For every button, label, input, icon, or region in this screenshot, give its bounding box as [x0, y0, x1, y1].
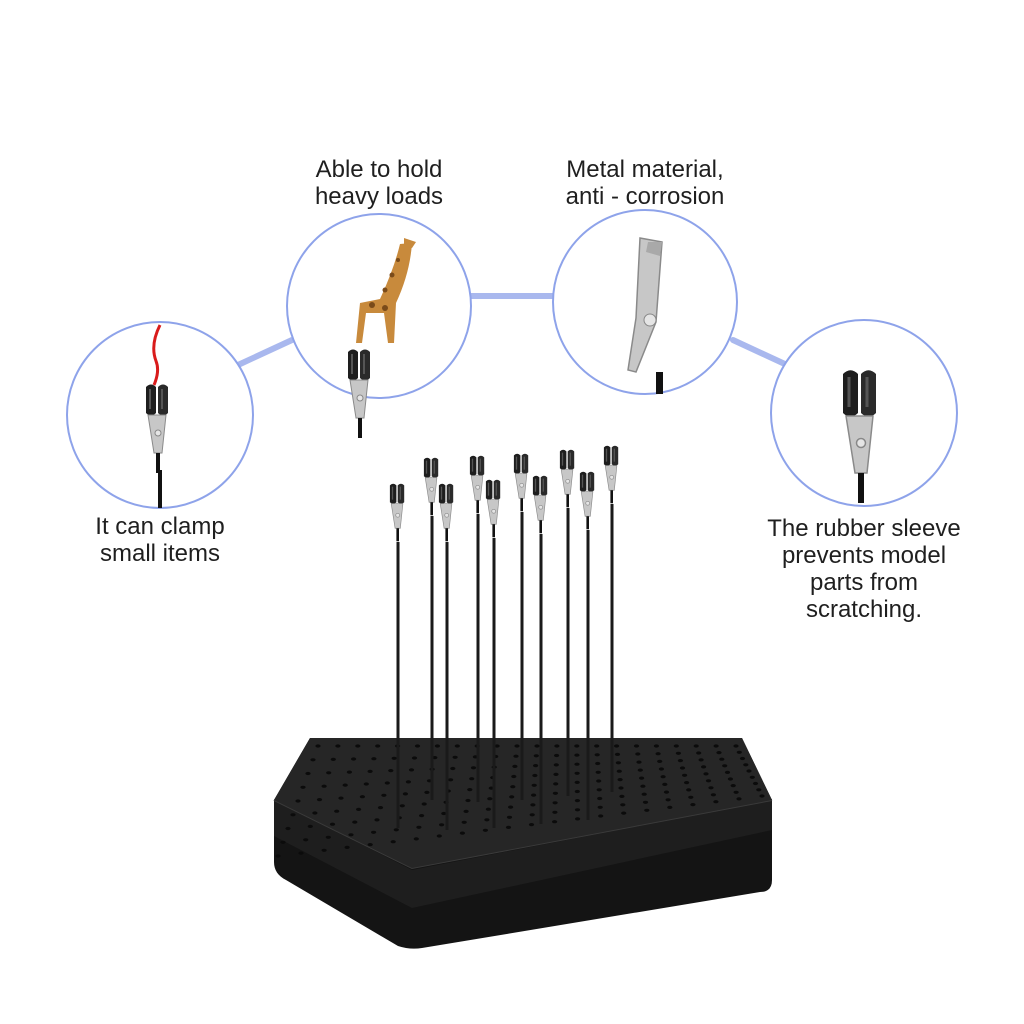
caption-clamp-small: It can clamp small items: [95, 513, 225, 567]
connector-lines: [235, 293, 790, 368]
metal-clip-icon: [627, 237, 663, 394]
caption-rubber-sleeve: The rubber sleeve prevents model parts f…: [767, 515, 961, 623]
rod-clip-icon: [532, 475, 548, 534]
rod-clip-icon: [559, 449, 575, 508]
rod-clip-icon: [513, 453, 529, 512]
rod-clip-icon: [485, 479, 501, 538]
rod-clip-icon: [469, 455, 485, 514]
caption-metal: Metal material, anti - corrosion: [565, 156, 725, 210]
clip-rods: [389, 445, 619, 830]
giraffe-icon: [356, 238, 416, 343]
feature-circle-clamp-small: [66, 321, 254, 509]
rod-clip-icon: [423, 457, 439, 516]
caption-heavy-load: Able to hold heavy loads: [314, 156, 444, 210]
rod-clip-icon: [579, 471, 595, 530]
feature-circle-rubber-sleeve: [770, 319, 958, 507]
rod-clip-icon: [438, 483, 454, 542]
rod-clip-icon: [603, 445, 619, 504]
feature-circle-metal: [552, 209, 738, 395]
red-thread-icon: [152, 324, 162, 386]
feature-circle-heavy-load: [286, 213, 472, 438]
rod-clip-icon: [389, 483, 405, 542]
